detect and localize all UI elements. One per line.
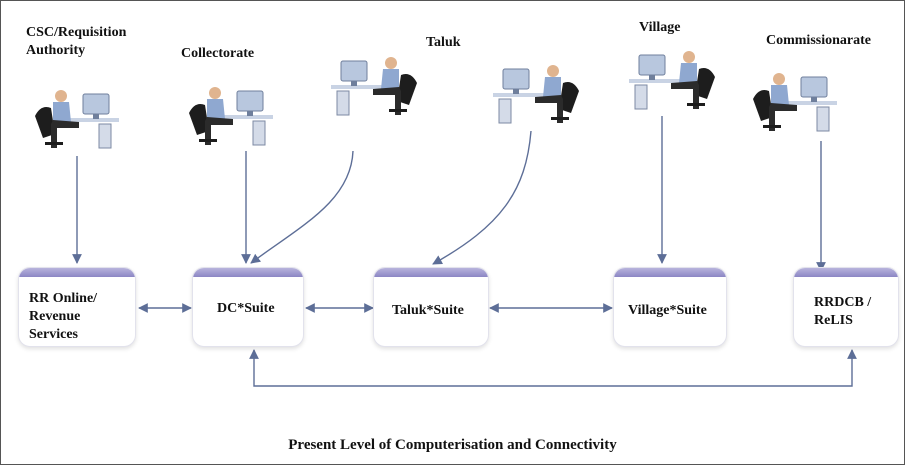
suite-label-rrdcb: RRDCB / ReLIS	[814, 295, 872, 328]
workstation-icon	[753, 73, 837, 132]
workstation-icon	[189, 87, 273, 146]
link-dc-rrdcb	[249, 349, 857, 387]
workstation-icon	[629, 51, 715, 110]
arrow-taluk2-to-taluk-suite	[432, 130, 532, 265]
actor-label-commissionarate: Commissionarate	[766, 33, 871, 48]
suite-box-taluk-suite: Taluk*Suite	[373, 267, 489, 347]
suite-box-header	[614, 268, 726, 277]
suite-label-village-suite: Village*Suite	[628, 303, 707, 318]
diagram-caption: Present Level of Computerisation and Con…	[288, 437, 617, 453]
suite-box-rrdcb: RRDCB / ReLIS	[793, 267, 899, 347]
suite-box-header	[374, 268, 488, 277]
actor-label-csc: CSC/Requisition Authority	[26, 25, 127, 58]
workstation-icon	[493, 65, 579, 124]
suite-box-rr-online: RR Online/ Revenue Services	[18, 267, 136, 347]
suite-box-village-suite: Village*Suite	[613, 267, 727, 347]
suite-box-header	[193, 268, 303, 277]
suite-label-dc-suite: DC*Suite	[217, 301, 275, 316]
suite-box-header	[794, 268, 898, 277]
suite-label-taluk-suite: Taluk*Suite	[392, 303, 464, 318]
workstation-icon	[331, 57, 417, 116]
suite-box-header	[19, 268, 135, 277]
suite-label-rr-online: RR Online/ Revenue Services	[29, 291, 98, 342]
suite-box-dc-suite: DC*Suite	[192, 267, 304, 347]
actor-label-taluk: Taluk	[426, 35, 461, 50]
arrow-taluk1-to-dc	[250, 150, 354, 264]
actor-label-village: Village	[639, 20, 681, 35]
actor-label-collectorate: Collectorate	[181, 46, 255, 61]
workstation-icon	[35, 90, 119, 149]
